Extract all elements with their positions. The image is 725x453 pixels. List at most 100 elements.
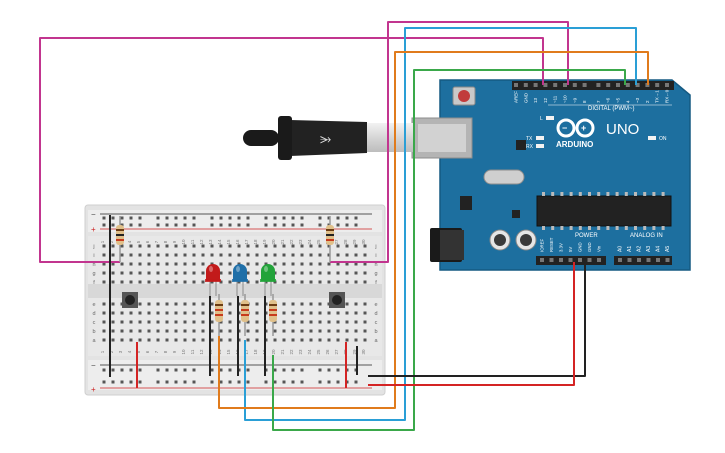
led-resistor-2-band xyxy=(241,314,249,316)
terminal-hole xyxy=(138,302,142,306)
chip-pin xyxy=(578,192,582,196)
terminal-hole xyxy=(327,280,331,284)
led-green xyxy=(260,264,276,296)
digital-pin-label: 13 xyxy=(533,97,538,103)
terminal-hole xyxy=(354,338,358,342)
terminal-hole xyxy=(165,329,169,333)
digital-pin-header xyxy=(512,81,674,90)
rail-hole xyxy=(300,216,304,220)
digital-pin[interactable] xyxy=(533,83,538,87)
digital-pin[interactable] xyxy=(596,83,601,87)
terminal-hole xyxy=(210,329,214,333)
power-pin[interactable] xyxy=(549,258,554,262)
terminal-hole xyxy=(102,271,106,275)
rail-hole xyxy=(102,380,106,384)
column-number: 11 xyxy=(190,239,195,244)
digital-pin[interactable] xyxy=(606,83,611,87)
led-resistor-3-band xyxy=(269,309,277,311)
row-letter: a xyxy=(92,338,96,344)
digital-pin[interactable] xyxy=(665,83,669,87)
terminal-hole xyxy=(255,280,259,284)
chip-pin xyxy=(624,226,628,230)
terminal-hole xyxy=(183,271,187,275)
rail-hole xyxy=(138,223,142,227)
rail-hole xyxy=(120,223,124,227)
rail-hole xyxy=(264,223,268,227)
digital-pin[interactable] xyxy=(582,83,587,87)
terminal-hole xyxy=(219,338,223,342)
row-letter: h xyxy=(92,262,95,268)
reset-button-cap[interactable] xyxy=(458,90,470,102)
terminal-hole xyxy=(147,320,151,324)
terminal-hole xyxy=(318,280,322,284)
analog-pin[interactable] xyxy=(627,258,632,262)
rail-hole xyxy=(129,380,133,384)
resistor-right-band xyxy=(326,234,334,236)
digital-pin[interactable] xyxy=(635,83,640,87)
rail-hole xyxy=(300,380,304,384)
rail-hole xyxy=(219,380,223,384)
rail-hole xyxy=(291,216,295,220)
power-pin[interactable] xyxy=(559,258,563,262)
digital-pin[interactable] xyxy=(523,83,528,87)
rail-hole xyxy=(228,223,232,227)
row-letter: b xyxy=(374,329,377,335)
analog-pin[interactable] xyxy=(656,258,660,262)
analog-pin[interactable] xyxy=(637,258,641,262)
push-button-left-cap[interactable] xyxy=(125,295,135,305)
push-button-right[interactable] xyxy=(329,292,345,308)
terminal-hole xyxy=(129,253,133,257)
analog-pin-label: A5 xyxy=(665,246,671,252)
on-led xyxy=(648,136,656,140)
terminal-hole xyxy=(219,253,223,257)
digital-pin[interactable] xyxy=(563,83,567,87)
analog-pin[interactable] xyxy=(646,258,651,262)
column-number: 21 xyxy=(280,239,285,245)
rail-hole xyxy=(102,216,106,220)
power-pin[interactable] xyxy=(578,258,582,262)
digital-pin[interactable] xyxy=(616,83,620,87)
digital-pin[interactable] xyxy=(514,83,518,87)
power-pin[interactable] xyxy=(587,258,592,262)
terminal-hole xyxy=(354,271,358,275)
digital-pin[interactable] xyxy=(543,83,548,87)
digital-pin[interactable] xyxy=(572,83,577,87)
push-button-right-cap[interactable] xyxy=(332,295,342,305)
terminal-hole xyxy=(300,320,304,324)
power-pin[interactable] xyxy=(540,258,544,262)
terminal-hole xyxy=(336,329,340,333)
rail-hole xyxy=(120,216,124,220)
analog-pin[interactable] xyxy=(618,258,622,262)
terminal-hole xyxy=(345,271,349,275)
rail-hole xyxy=(192,368,196,372)
terminal-hole xyxy=(183,253,187,257)
terminal-hole xyxy=(309,302,313,306)
terminal-hole xyxy=(300,329,304,333)
analog-pin[interactable] xyxy=(665,258,670,262)
power-pins xyxy=(540,258,601,262)
terminal-hole xyxy=(255,271,259,275)
terminal-hole xyxy=(255,338,259,342)
rail-hole xyxy=(246,223,250,227)
terminal-hole xyxy=(138,280,142,284)
rail-hole xyxy=(156,216,160,220)
row-letter: f xyxy=(93,280,95,286)
terminal-hole xyxy=(309,253,313,257)
power-pin[interactable] xyxy=(597,258,601,262)
terminal-hole xyxy=(309,329,313,333)
terminal-hole xyxy=(291,302,295,306)
rail-hole xyxy=(228,380,232,384)
row-letter: d xyxy=(92,311,95,317)
digital-pin[interactable] xyxy=(553,83,558,87)
terminal-hole xyxy=(111,302,115,306)
led-dome xyxy=(261,264,275,281)
digital-pin[interactable] xyxy=(625,83,630,87)
terminal-hole xyxy=(192,338,196,342)
power-pin-label: 5V xyxy=(568,247,573,252)
power-pin[interactable] xyxy=(568,258,573,262)
digital-pin[interactable] xyxy=(655,83,660,87)
terminal-hole xyxy=(120,271,124,275)
push-button-left[interactable] xyxy=(122,292,138,308)
chip-pins xyxy=(542,192,665,230)
